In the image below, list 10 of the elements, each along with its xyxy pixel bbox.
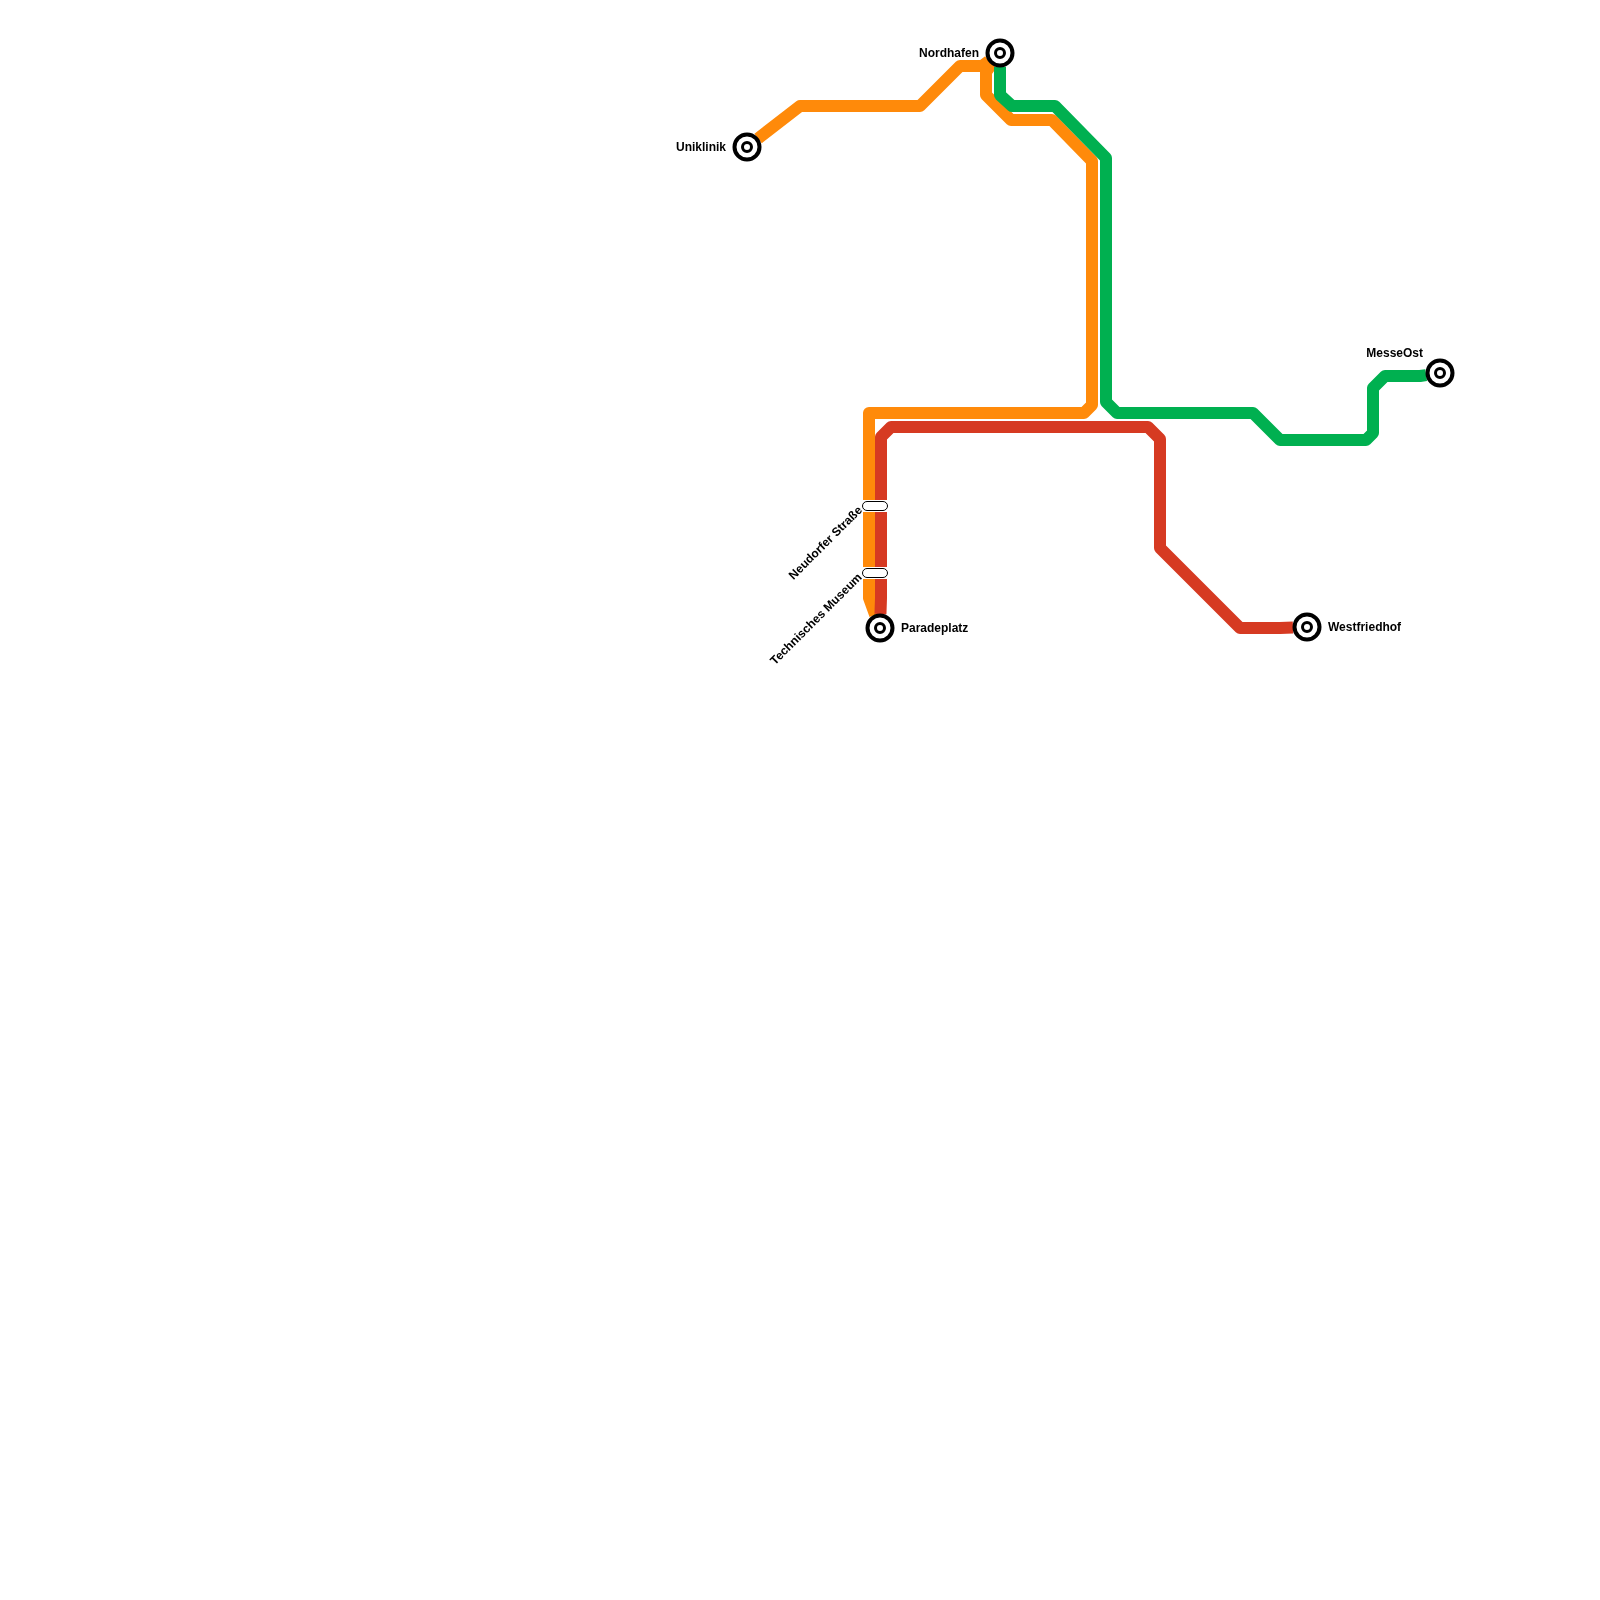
transit-line [875, 421, 1294, 634]
transit-line [875, 512, 887, 567]
station-name: Paradeplatz [901, 621, 969, 635]
transit-line [874, 579, 887, 615]
transit-line [994, 67, 1427, 446]
station-name: Westfriedhof [1328, 620, 1402, 634]
transit-line [863, 512, 875, 567]
station-name: Uniklinik [676, 140, 726, 154]
station-name: Nordhafen [919, 46, 979, 60]
station-name: MesseOst [1366, 346, 1423, 360]
